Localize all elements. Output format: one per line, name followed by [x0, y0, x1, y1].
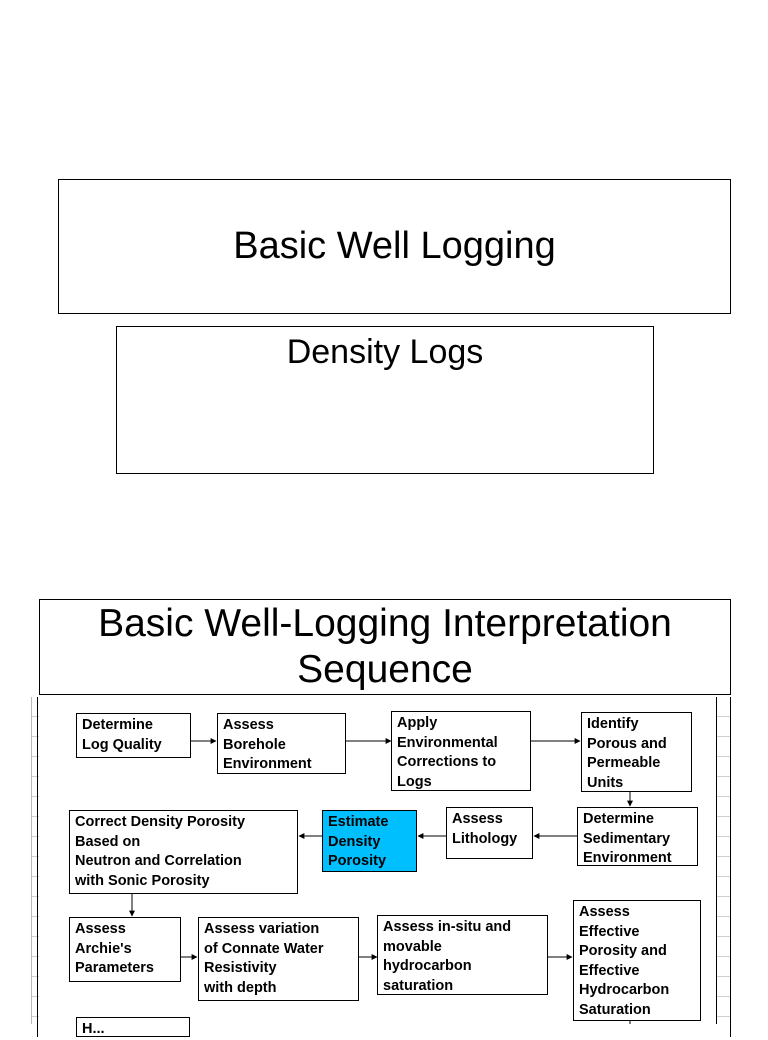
slide-subtitle: Density Logs [286, 333, 484, 371]
step-determine-log-quality: Determine Log Quality [76, 713, 191, 758]
step-estimate-density-porosity: Estimate Density Porosity [322, 810, 417, 872]
flowchart-title-box: Basic Well-Logging Interpretation Sequen… [39, 599, 731, 695]
step-assess-archie-parameters: Assess Archie's Parameters [69, 917, 181, 982]
slide-title: Basic Well Logging [233, 225, 556, 267]
step-correct-density-porosity: Correct Density Porosity Based on Neutro… [69, 810, 298, 894]
step-identify-porous-units: Identify Porous and Permeable Units [581, 712, 692, 792]
step-assess-effective-porosity: Assess Effective Porosity and Effective … [573, 900, 701, 1021]
step-assess-insitu-saturation: Assess in-situ and movable hydrocarbon s… [377, 915, 548, 995]
step-assess-connate-water: Assess variation of Connate Water Resist… [198, 917, 359, 1001]
spreadsheet-grid-right [716, 697, 730, 1024]
step-partial-next: H... [76, 1017, 190, 1037]
flowchart-title: Basic Well-Logging Interpretation Sequen… [98, 602, 672, 691]
spreadsheet-grid-left [31, 697, 39, 1024]
slide-subtitle-box: Density Logs [116, 326, 654, 474]
slide-title-box: Basic Well Logging [58, 179, 731, 314]
step-determine-sedimentary: Determine Sedimentary Environment [577, 807, 698, 866]
step-apply-corrections: Apply Environmental Corrections to Logs [391, 711, 531, 791]
step-assess-borehole: Assess Borehole Environment [217, 713, 346, 774]
flowchart-frame [37, 697, 731, 1037]
step-assess-lithology: Assess Lithology [446, 807, 533, 859]
